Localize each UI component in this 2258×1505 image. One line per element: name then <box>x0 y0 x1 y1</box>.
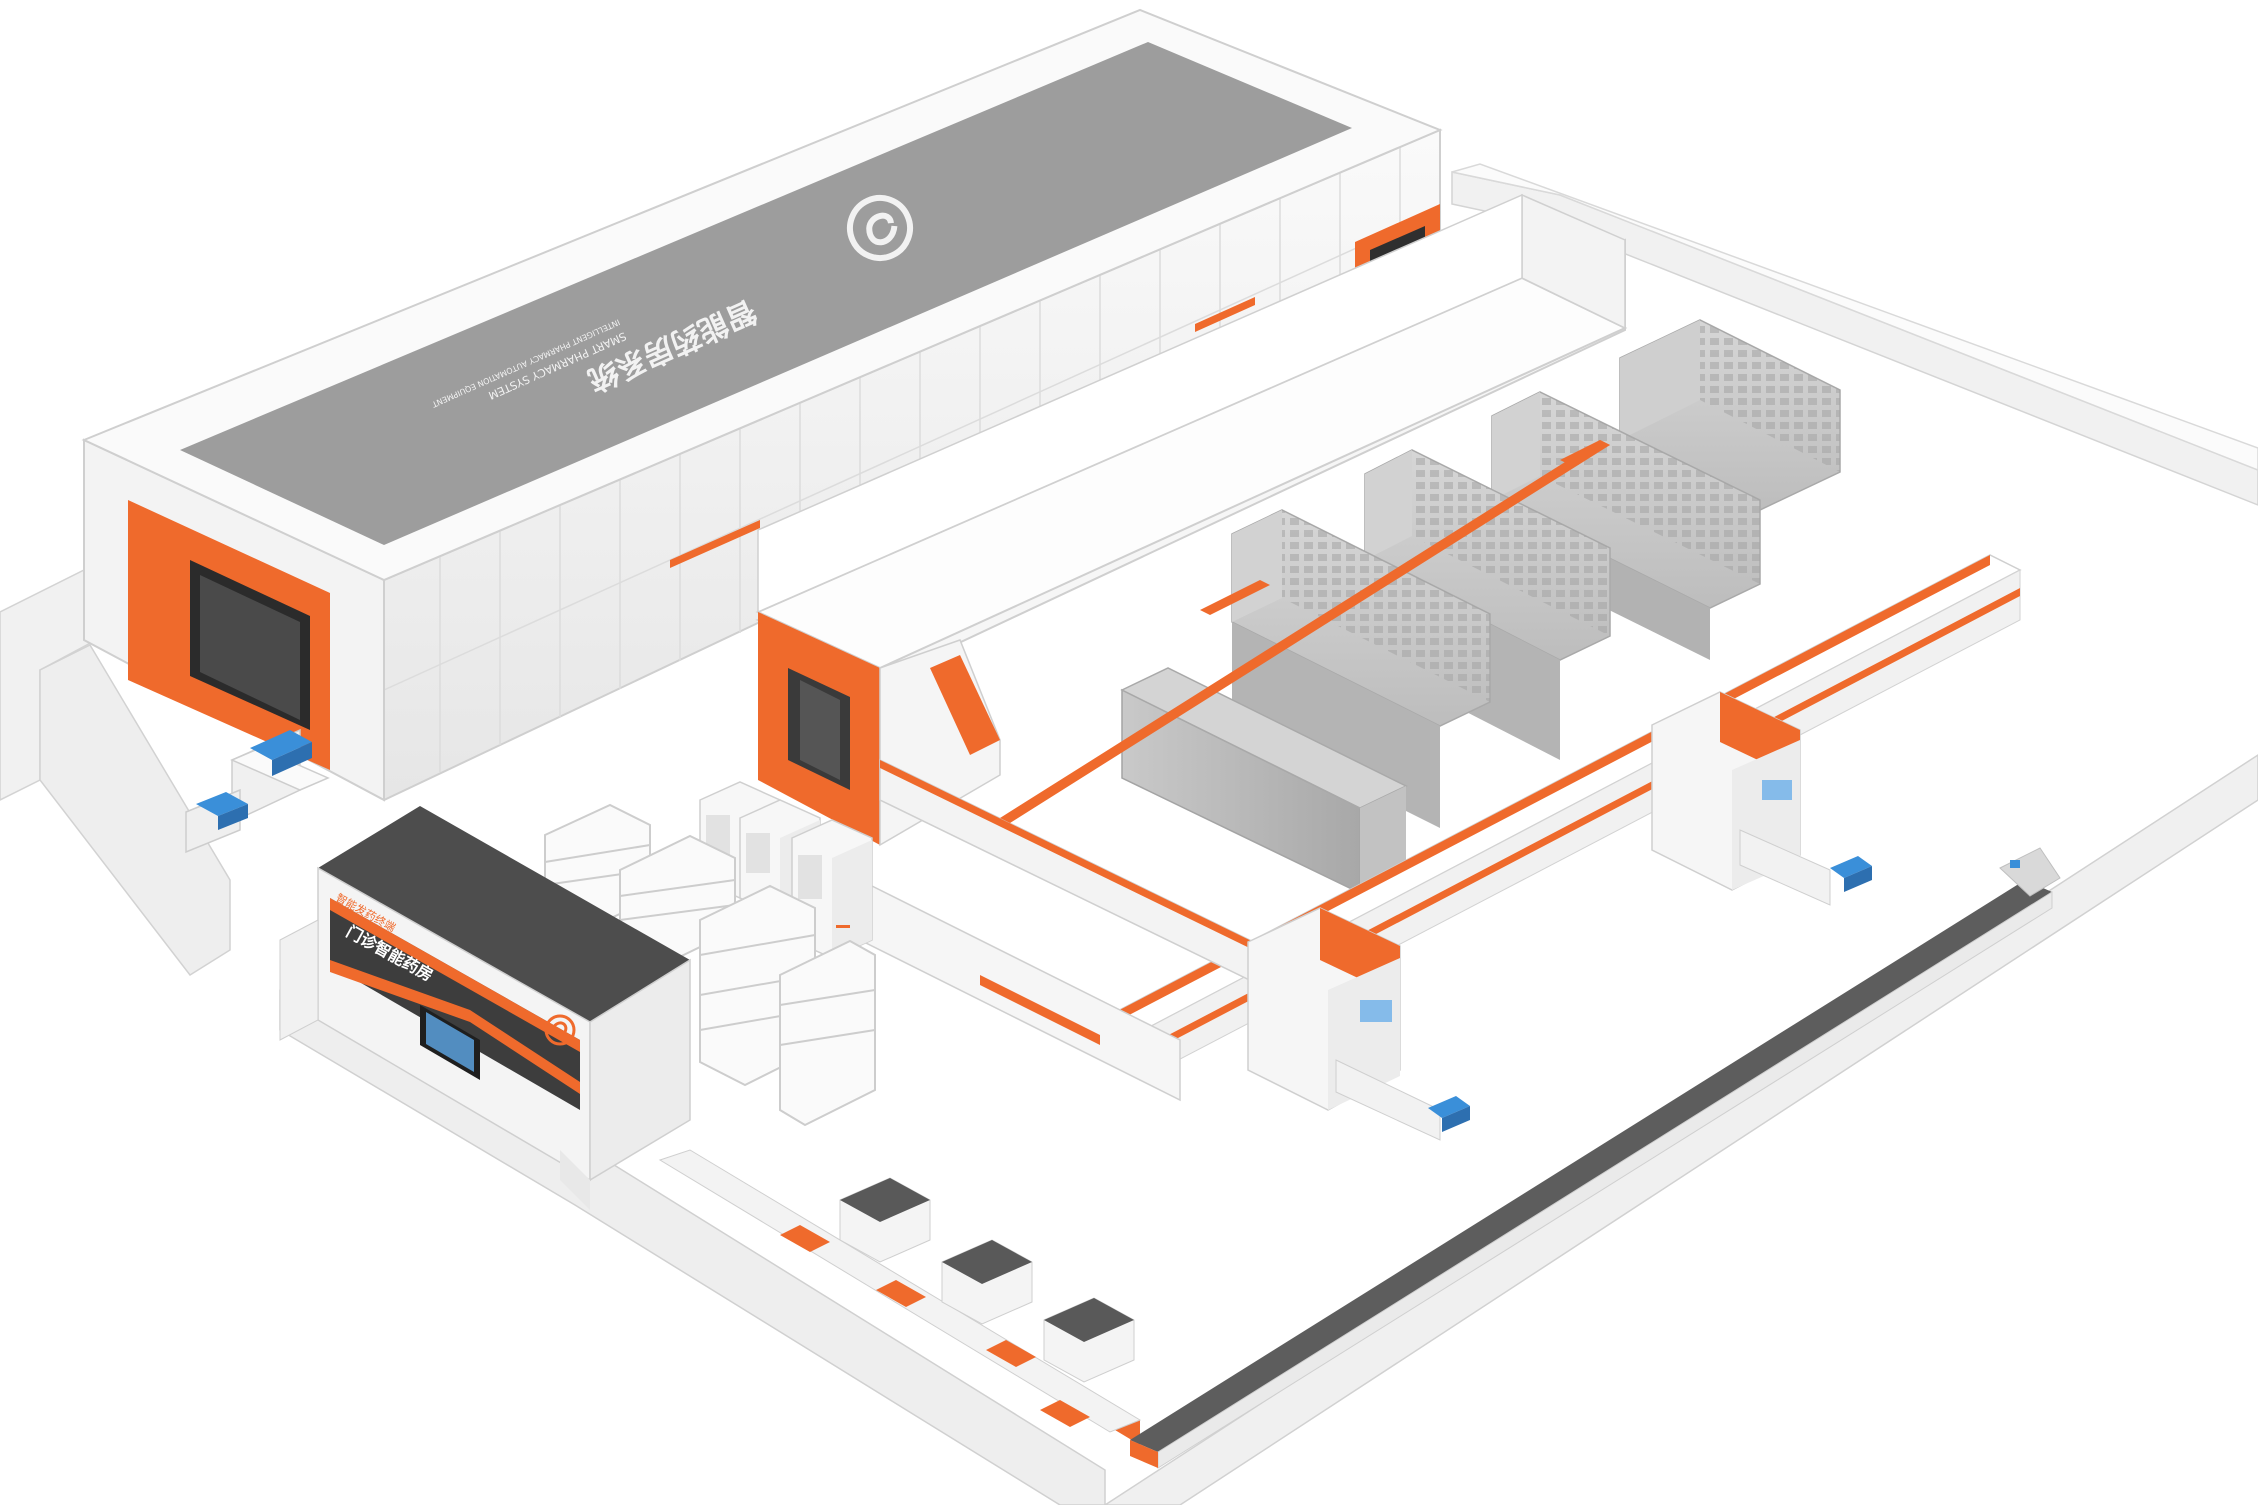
kiosk-side <box>589 958 691 1182</box>
tray-box <box>1428 1096 1470 1118</box>
pickup-counter <box>876 1239 1033 1325</box>
pharmacy-logo-icon <box>847 195 913 261</box>
tray-box <box>2010 860 2020 868</box>
dispensing-unit-right <box>1651 691 1872 906</box>
tray-box <box>1830 856 1872 878</box>
pickup-counter-row <box>658 1149 1142 1445</box>
screen-icon <box>1360 1000 1392 1022</box>
floor-track-rail <box>1130 847 2061 1469</box>
screen-icon <box>1762 780 1792 800</box>
small-dispensing-cabinets <box>544 781 876 1127</box>
storage-cabinet-rows <box>1120 319 1841 895</box>
building-roof-panel <box>180 42 1352 545</box>
dispensing-kiosk: 智能发药终端 门诊智能药房 <box>279 806 691 1210</box>
secondary-dispensing-machine <box>755 193 1628 847</box>
dispensing-unit-front <box>1247 907 1470 1141</box>
left-conveyor-unit <box>185 728 330 854</box>
kiosk-dark-panel <box>330 898 580 1110</box>
building-door-inner <box>200 575 300 720</box>
tray-box <box>196 792 248 816</box>
pharmacy-logo-icon <box>544 1014 576 1046</box>
kiosk-top <box>318 806 690 1022</box>
wall-back-right-top <box>1451 163 2258 471</box>
wall-left-inner <box>39 644 231 976</box>
pickup-counter <box>986 1297 1135 1383</box>
open-shelf-unit <box>779 939 876 1127</box>
pickup-counter <box>780 1177 931 1263</box>
tray-box <box>250 730 312 760</box>
track-rail-body <box>1130 880 2052 1452</box>
building-accent-stripe-2 <box>1195 297 1255 332</box>
tall-cabinet <box>791 819 873 959</box>
main-storage-building <box>81 8 1443 802</box>
building-accent-stripe <box>670 520 760 568</box>
kiosk-orange-band <box>330 898 580 1052</box>
